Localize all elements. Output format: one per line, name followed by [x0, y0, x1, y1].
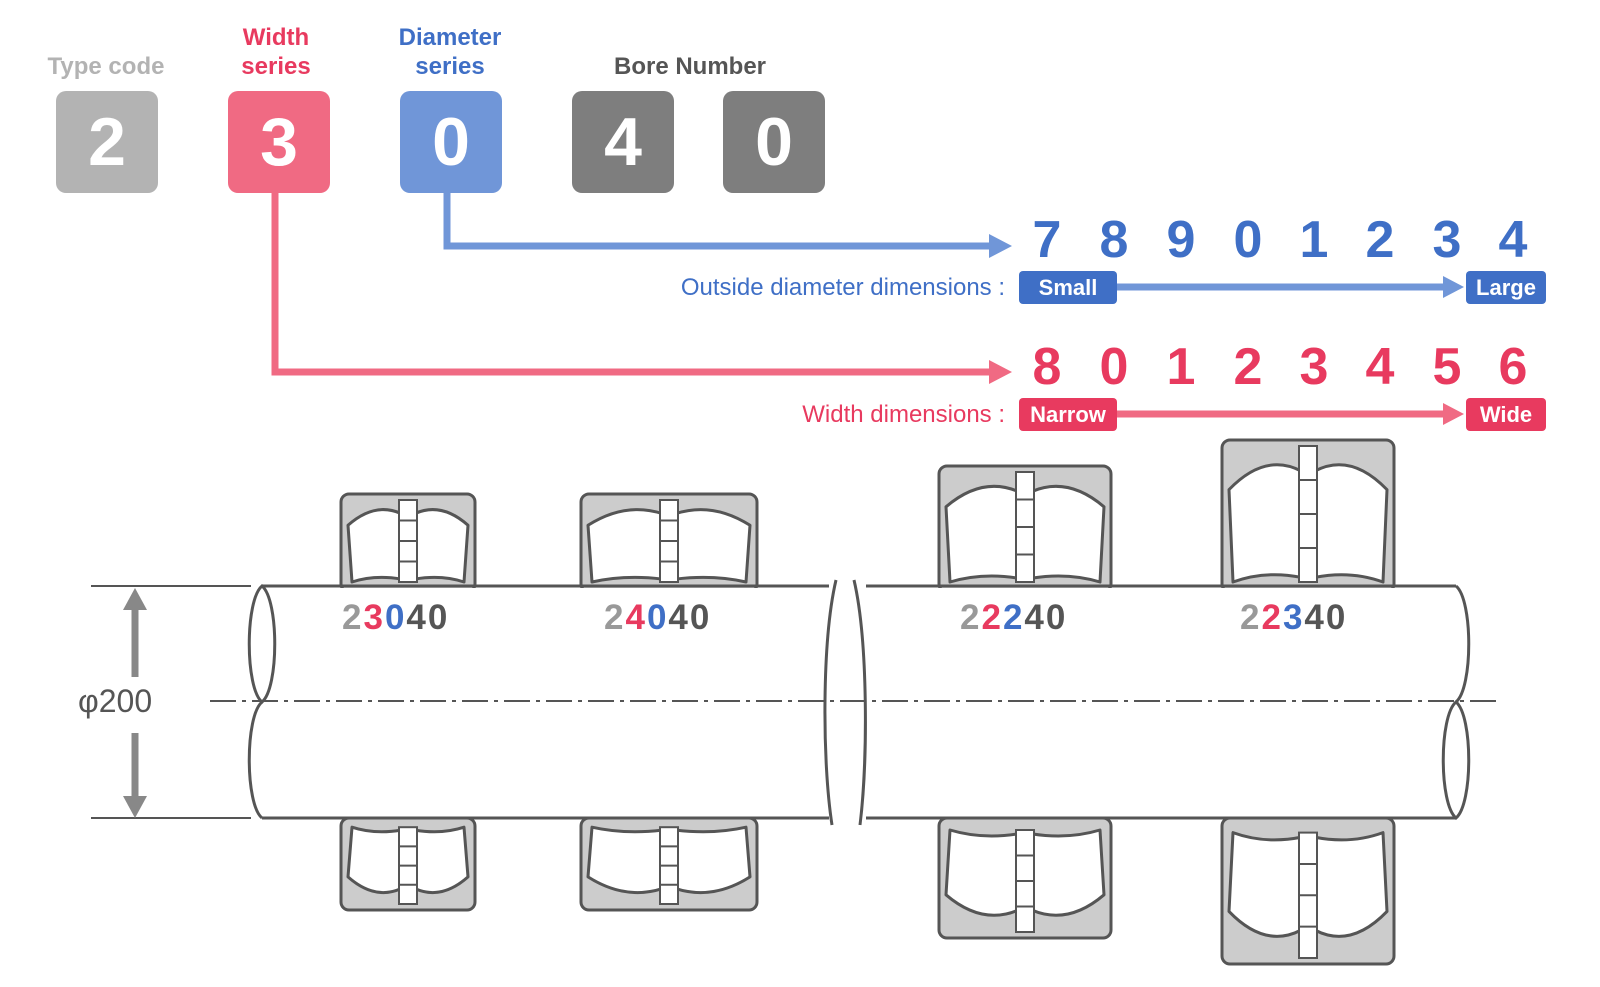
- width-series-label-line1: Width: [242, 24, 310, 51]
- type-code-digit: 2: [56, 91, 158, 193]
- width-sequence-item: 2: [1233, 338, 1263, 396]
- diameter-sequence-item: 0: [1233, 211, 1263, 269]
- width-sequence-item: 8: [1032, 338, 1062, 396]
- bearing-bottom-3: [1220, 816, 1396, 966]
- shaft: [210, 578, 1500, 828]
- bearing-code-23040: 23040: [342, 598, 449, 638]
- bearing-code-bore: 40: [406, 598, 450, 637]
- bearing-code-width: 4: [625, 598, 647, 637]
- small-tag: Small: [1019, 271, 1117, 304]
- outside-diameter-label: Outside diameter dimensions :: [680, 274, 1005, 301]
- diameter-sequence-item: 7: [1032, 211, 1062, 269]
- width-connector-arrow: [271, 191, 1012, 384]
- diameter-series-label-line1: Diameter: [398, 24, 502, 51]
- bearing-code-diameter: 0: [384, 598, 407, 637]
- bearing-code-type: 2: [342, 598, 364, 637]
- bearing-code-diameter: 0: [646, 598, 669, 637]
- bearing-code-diameter: 3: [1282, 598, 1305, 637]
- width-sequence-item: 5: [1432, 338, 1462, 396]
- diameter-sequence-item: 4: [1498, 211, 1528, 269]
- width-sequence-item: 1: [1166, 338, 1196, 396]
- width-sequence-item: 4: [1365, 338, 1395, 396]
- bearing-bottom-1: [579, 816, 759, 912]
- width-series-digit: 3: [228, 91, 330, 193]
- width-dimensions-label: Width dimensions :: [802, 401, 1005, 428]
- bearing-code-bore: 40: [1024, 598, 1068, 637]
- large-tag: Large: [1466, 271, 1546, 304]
- bore-number-digit-1: 4: [572, 91, 674, 193]
- diameter-sequence-item: 3: [1432, 211, 1462, 269]
- bearing-bottom-2: [937, 816, 1113, 940]
- diameter-connector-arrow: [443, 191, 1012, 258]
- width-sequence-item: 0: [1099, 338, 1129, 396]
- bearing-code-diameter: 2: [1002, 598, 1025, 637]
- bearing-top-3: [1220, 438, 1396, 594]
- shaft-diameter-label: φ200: [76, 683, 155, 720]
- diameter-sequence-item: 8: [1099, 211, 1129, 269]
- bore-number-digit-2: 0: [723, 91, 825, 193]
- bearing-code-type: 2: [1240, 598, 1262, 637]
- wide-tag: Wide: [1466, 398, 1546, 431]
- width-scale-arrow: [1110, 403, 1464, 425]
- diameter-sequence-item: 1: [1299, 211, 1329, 269]
- narrow-tag: Narrow: [1019, 398, 1117, 431]
- bearing-code-type: 2: [604, 598, 626, 637]
- bearing-code-22240: 22240: [960, 598, 1067, 638]
- diameter-scale-arrow: [1110, 276, 1464, 298]
- bearing-top-1: [579, 492, 759, 594]
- diameter-series-label: Diameter series: [380, 23, 520, 81]
- bearing-top-0: [339, 492, 477, 594]
- bearing-code-width: 2: [981, 598, 1003, 637]
- bearing-code-type: 2: [960, 598, 982, 637]
- width-series-label-line2: series: [241, 53, 311, 80]
- bearing-code-22340: 22340: [1240, 598, 1347, 638]
- bearings-layer: [339, 438, 1396, 966]
- bearing-top-2: [937, 464, 1113, 594]
- width-series-label: Width series: [216, 23, 336, 81]
- bore-number-label: Bore Number: [613, 53, 767, 80]
- diameter-series-label-line2: series: [415, 53, 485, 80]
- bearing-code-bore: 40: [1304, 598, 1348, 637]
- width-sequence-item: 3: [1299, 338, 1329, 396]
- bearing-code-width: 2: [1261, 598, 1283, 637]
- bearing-code-24040: 24040: [604, 598, 711, 638]
- width-sequence-item: 6: [1498, 338, 1528, 396]
- diameter-series-digit: 0: [400, 91, 502, 193]
- type-code-label: Type code: [47, 53, 165, 80]
- bearing-code-bore: 40: [668, 598, 712, 637]
- diameter-sequence-item: 9: [1166, 211, 1196, 269]
- bearing-code-width: 3: [363, 598, 385, 637]
- diameter-sequence-item: 2: [1365, 211, 1395, 269]
- bearing-bottom-0: [339, 816, 477, 912]
- shaft-dimension-indicator: [91, 585, 251, 819]
